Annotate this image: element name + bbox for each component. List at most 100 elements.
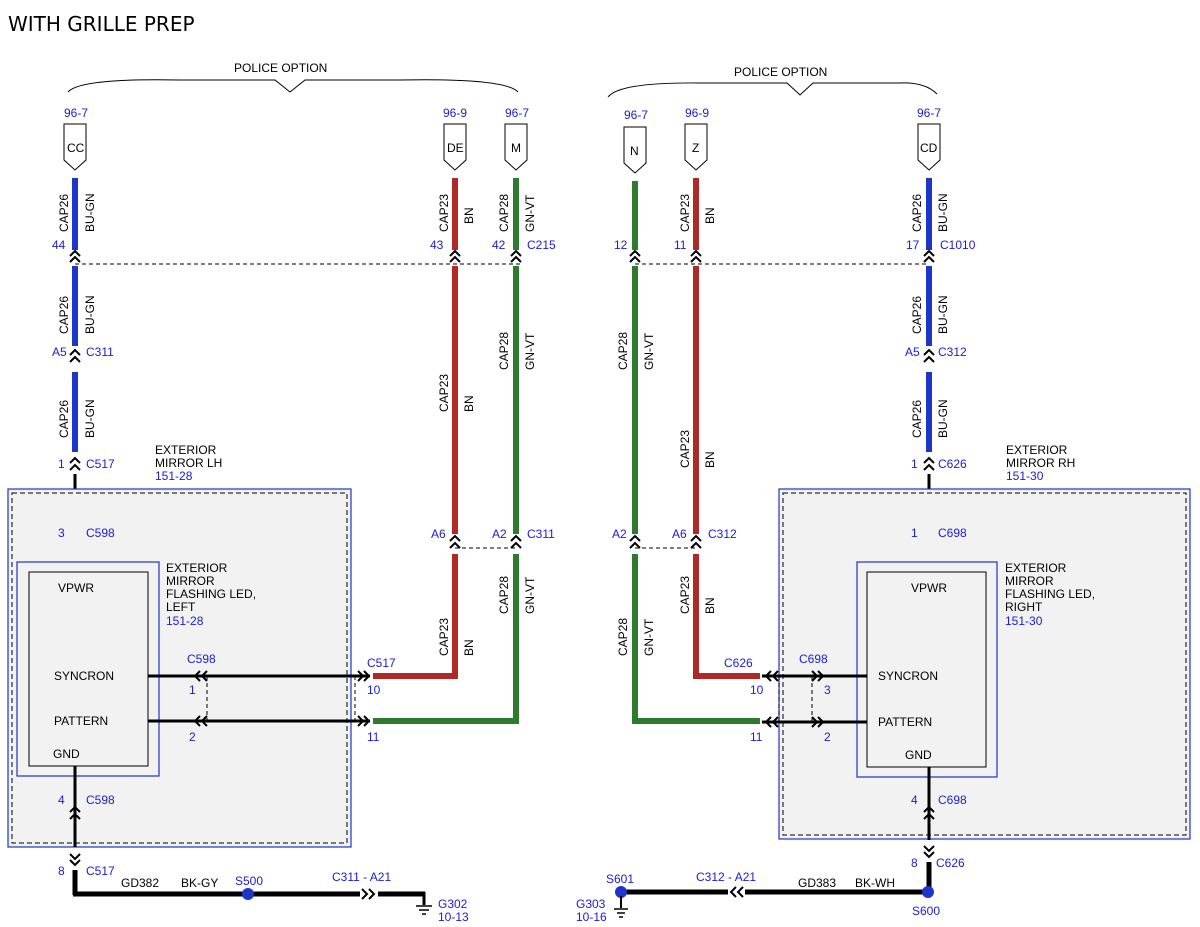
conn-c598-gnd: C598 [86,793,115,807]
module-right-gnd: GND [905,748,932,762]
terminal-z [684,123,708,171]
splice-s500 [242,888,254,900]
ref-n: 96-7 [624,108,648,122]
conn-c598-sync: C598 [187,652,216,666]
led-left-label-4: LEFT [166,600,196,614]
connector-42 [510,249,522,263]
connector-c598-4 [69,805,81,820]
pin-8-c517: 8 [58,864,65,878]
pin-4-c698: 4 [911,793,918,807]
pin-11-top: 11 [674,238,687,252]
connector-12 [629,249,641,263]
exterior-mirror-lh-dashed [11,492,348,844]
color-bn-r-b: BN [703,451,717,468]
pin-1-c517: 1 [58,457,65,471]
circuit-cap26-r-c: CAP26 [910,400,924,438]
color-gn-vt-r-c: GN-VT [642,618,656,656]
pin-4-c598: 4 [58,793,65,807]
circuit-cap28-r-b: CAP28 [616,332,630,370]
pin-1-c626: 1 [911,457,918,471]
circuit-cap26-r-a: CAP26 [910,194,924,232]
conn-c626-bot: C626 [936,856,965,870]
pin-3-sync: 3 [824,683,831,697]
connector-c312-a21 [729,886,744,898]
led-right-label-2: MIRROR [1005,574,1054,588]
module-left-gnd: GND [53,747,80,761]
connector-c517-8 [69,853,81,867]
connector-a2-left [510,534,522,549]
led-right-label-3: FLASHING LED, [1005,587,1095,601]
module-left-syncron: SYNCRON [54,669,114,683]
conn-c517-mid: C517 [367,656,396,670]
pin-a2-right: A2 [612,527,627,541]
ground-g302: G302 [438,897,468,911]
module-left [28,571,149,767]
connector-11 [690,249,702,263]
pin-1-sync: 1 [189,683,196,697]
led-left-ref: 151-28 [166,614,204,628]
led-right-ref: 151-30 [1005,614,1043,628]
conn-c698-top: C698 [938,526,967,540]
pin-a6-right: A6 [672,527,687,541]
led-right-label-1: EXTERIOR [1005,561,1067,575]
splice-s601-label: S601 [606,872,634,886]
ref-z: 96-9 [685,106,709,120]
connector-17 [923,249,935,263]
pin-3-c598: 3 [58,526,65,540]
pin-44: 44 [52,238,66,252]
splice-s601 [615,886,627,898]
terminal-de [443,123,467,171]
color-bk-wh: BK-WH [855,876,895,890]
connector-43 [449,249,461,263]
pin-10-right: 10 [750,683,764,697]
terminal-cd [917,123,941,171]
color-gn-vt-left-b: GN-VT [523,332,537,370]
conn-c517-top: C517 [86,457,115,471]
connector-c626-sync [764,670,779,728]
mirror-rh-ref: 151-30 [1006,469,1044,483]
color-gn-vt-left-c: GN-VT [523,576,537,614]
color-bu-gn-a: BU-GN [83,193,97,232]
color-bu-gn-r-a: BU-GN [936,193,950,232]
led-left-label-1: EXTERIOR [166,561,228,575]
terminal-cc-label: CC [67,141,85,155]
mirror-lh-label-1: EXTERIOR [155,443,217,457]
terminal-m-label: M [511,141,521,155]
pin-2-pattern: 2 [189,730,196,744]
conn-c626-top: C626 [938,457,967,471]
conn-c215: C215 [527,238,556,252]
mirror-lh-ref: 151-28 [155,469,193,483]
connector-44 [69,249,81,263]
conn-c698-sync: C698 [799,652,828,666]
pin-43: 43 [430,238,444,252]
circuit-cap26-b: CAP26 [57,296,71,334]
connector-c626-1 [923,456,935,471]
module-right-pattern: PATTERN [878,715,932,729]
splice-s500-label: S500 [235,874,263,888]
pin-11-right: 11 [750,730,763,744]
circuit-cap23-left-a: CAP23 [437,194,451,232]
conn-c698-gnd: C698 [938,793,967,807]
color-bu-gn-r-c: BU-GN [936,399,950,438]
police-option-label-left: POLICE OPTION [234,61,327,75]
ground-g302-ref: 10-13 [438,910,469,924]
connector-c517-sync [357,670,371,727]
color-gn-vt-r-b: GN-VT [642,332,656,370]
color-bk-gy: BK-GY [181,876,218,890]
circuit-gd383: GD383 [798,876,836,890]
module-right-vpwr: VPWR [911,581,947,595]
police-option-brace-left [67,79,519,93]
color-gn-vt-left-a: GN-VT [523,194,537,232]
pin-a6-left: A6 [431,527,446,541]
ref-de: 96-9 [443,106,467,120]
circuit-cap26-a: CAP26 [57,194,71,232]
conn-c311-left: C311 [86,345,114,359]
color-bn-left-b: BN [462,395,476,412]
ref-m: 96-7 [505,106,529,120]
color-bu-gn-c: BU-GN [83,399,97,438]
color-bn-r-a: BN [703,207,717,224]
color-bn-r-c: BN [703,597,717,614]
police-option-brace-right [607,82,938,98]
splice-s600 [922,886,934,898]
pin-a5-left: A5 [52,345,67,359]
